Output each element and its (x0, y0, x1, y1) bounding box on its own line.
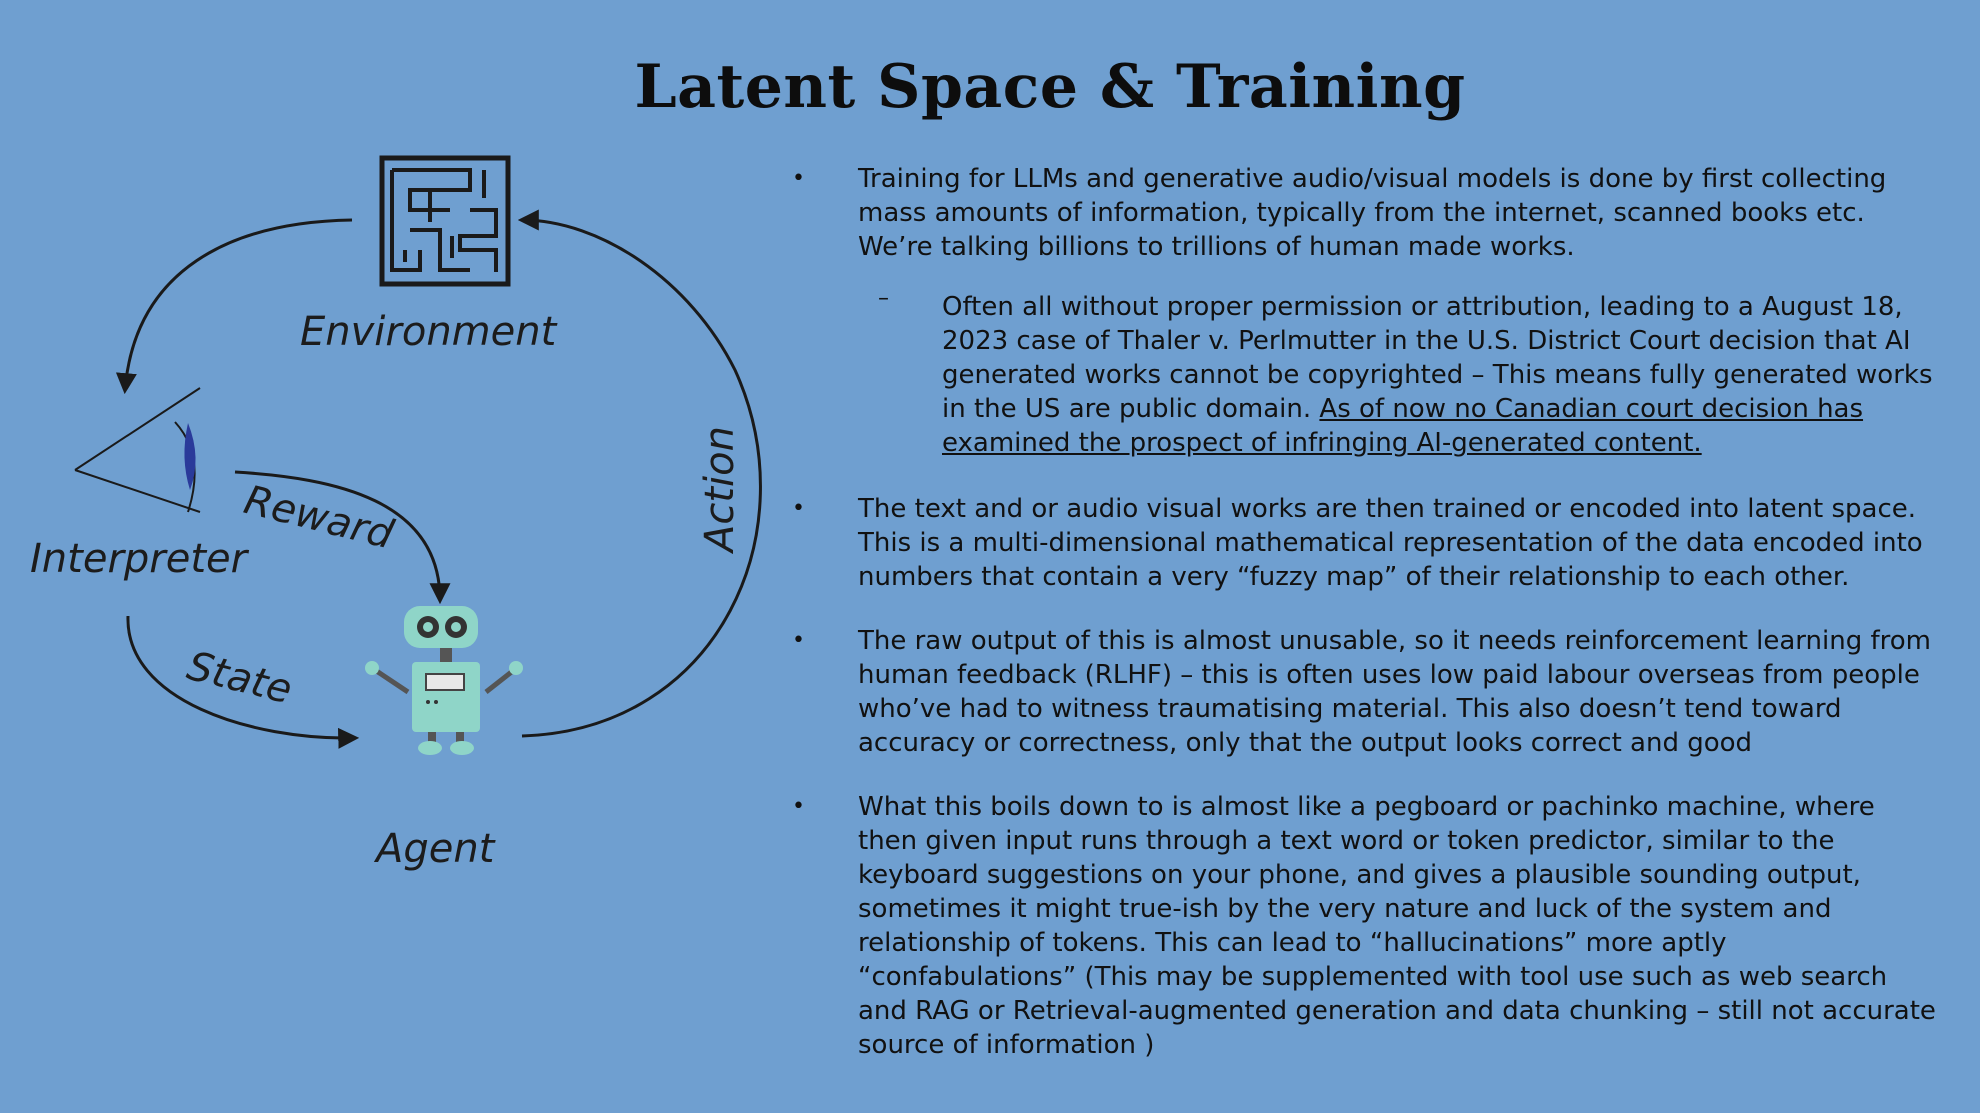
eye-icon (74, 387, 201, 513)
slide-title: Latent Space & Training (634, 52, 1466, 122)
bullet-text: Training for LLMs and generative audio/v… (858, 164, 1887, 262)
bullet-marker: • (792, 496, 805, 521)
reward-arrow (234, 470, 451, 605)
sub-bullet-item: – Often all without proper permission or… (790, 286, 1940, 460)
bullet-item: • The raw output of this is almost unusa… (790, 624, 1940, 760)
interpreter-label: Interpreter (30, 536, 250, 582)
bullet-text: The raw output of this is almost unusabl… (858, 626, 1931, 758)
bullet-item: • The text and or audio visual works are… (790, 492, 1940, 594)
bullet-text: What this boils down to is almost like a… (858, 792, 1936, 1060)
state-arrow (126, 615, 360, 749)
bullet-item: • What this boils down to is almost like… (790, 790, 1940, 1062)
bullet-list: • Training for LLMs and generative audio… (790, 162, 1940, 1092)
bullet-text: The text and or audio visual works are t… (858, 494, 1923, 592)
sub-bullet-text: Often all without proper permission or a… (942, 292, 1933, 424)
observation-arrow (115, 218, 353, 395)
robot-icon (365, 606, 523, 755)
sub-bullet-underlined-text: As of now no Canadian court decision has… (942, 394, 1864, 458)
action-arrow (517, 209, 762, 738)
agent-label: Agent (373, 826, 496, 872)
sub-bullet-marker: – (878, 286, 889, 311)
action-label: Action (697, 426, 743, 555)
bullet-item: • Training for LLMs and generative audio… (790, 162, 1940, 264)
maze-icon (379, 155, 511, 287)
bullet-marker: • (792, 166, 805, 191)
environment-label: Environment (300, 309, 558, 355)
state-label: State (183, 643, 297, 713)
bullet-marker: • (792, 628, 805, 653)
rl-diagram: Environment Interpreter Reward State Act… (0, 140, 800, 920)
reward-label: Reward (240, 477, 399, 558)
bullet-marker: • (792, 794, 805, 819)
